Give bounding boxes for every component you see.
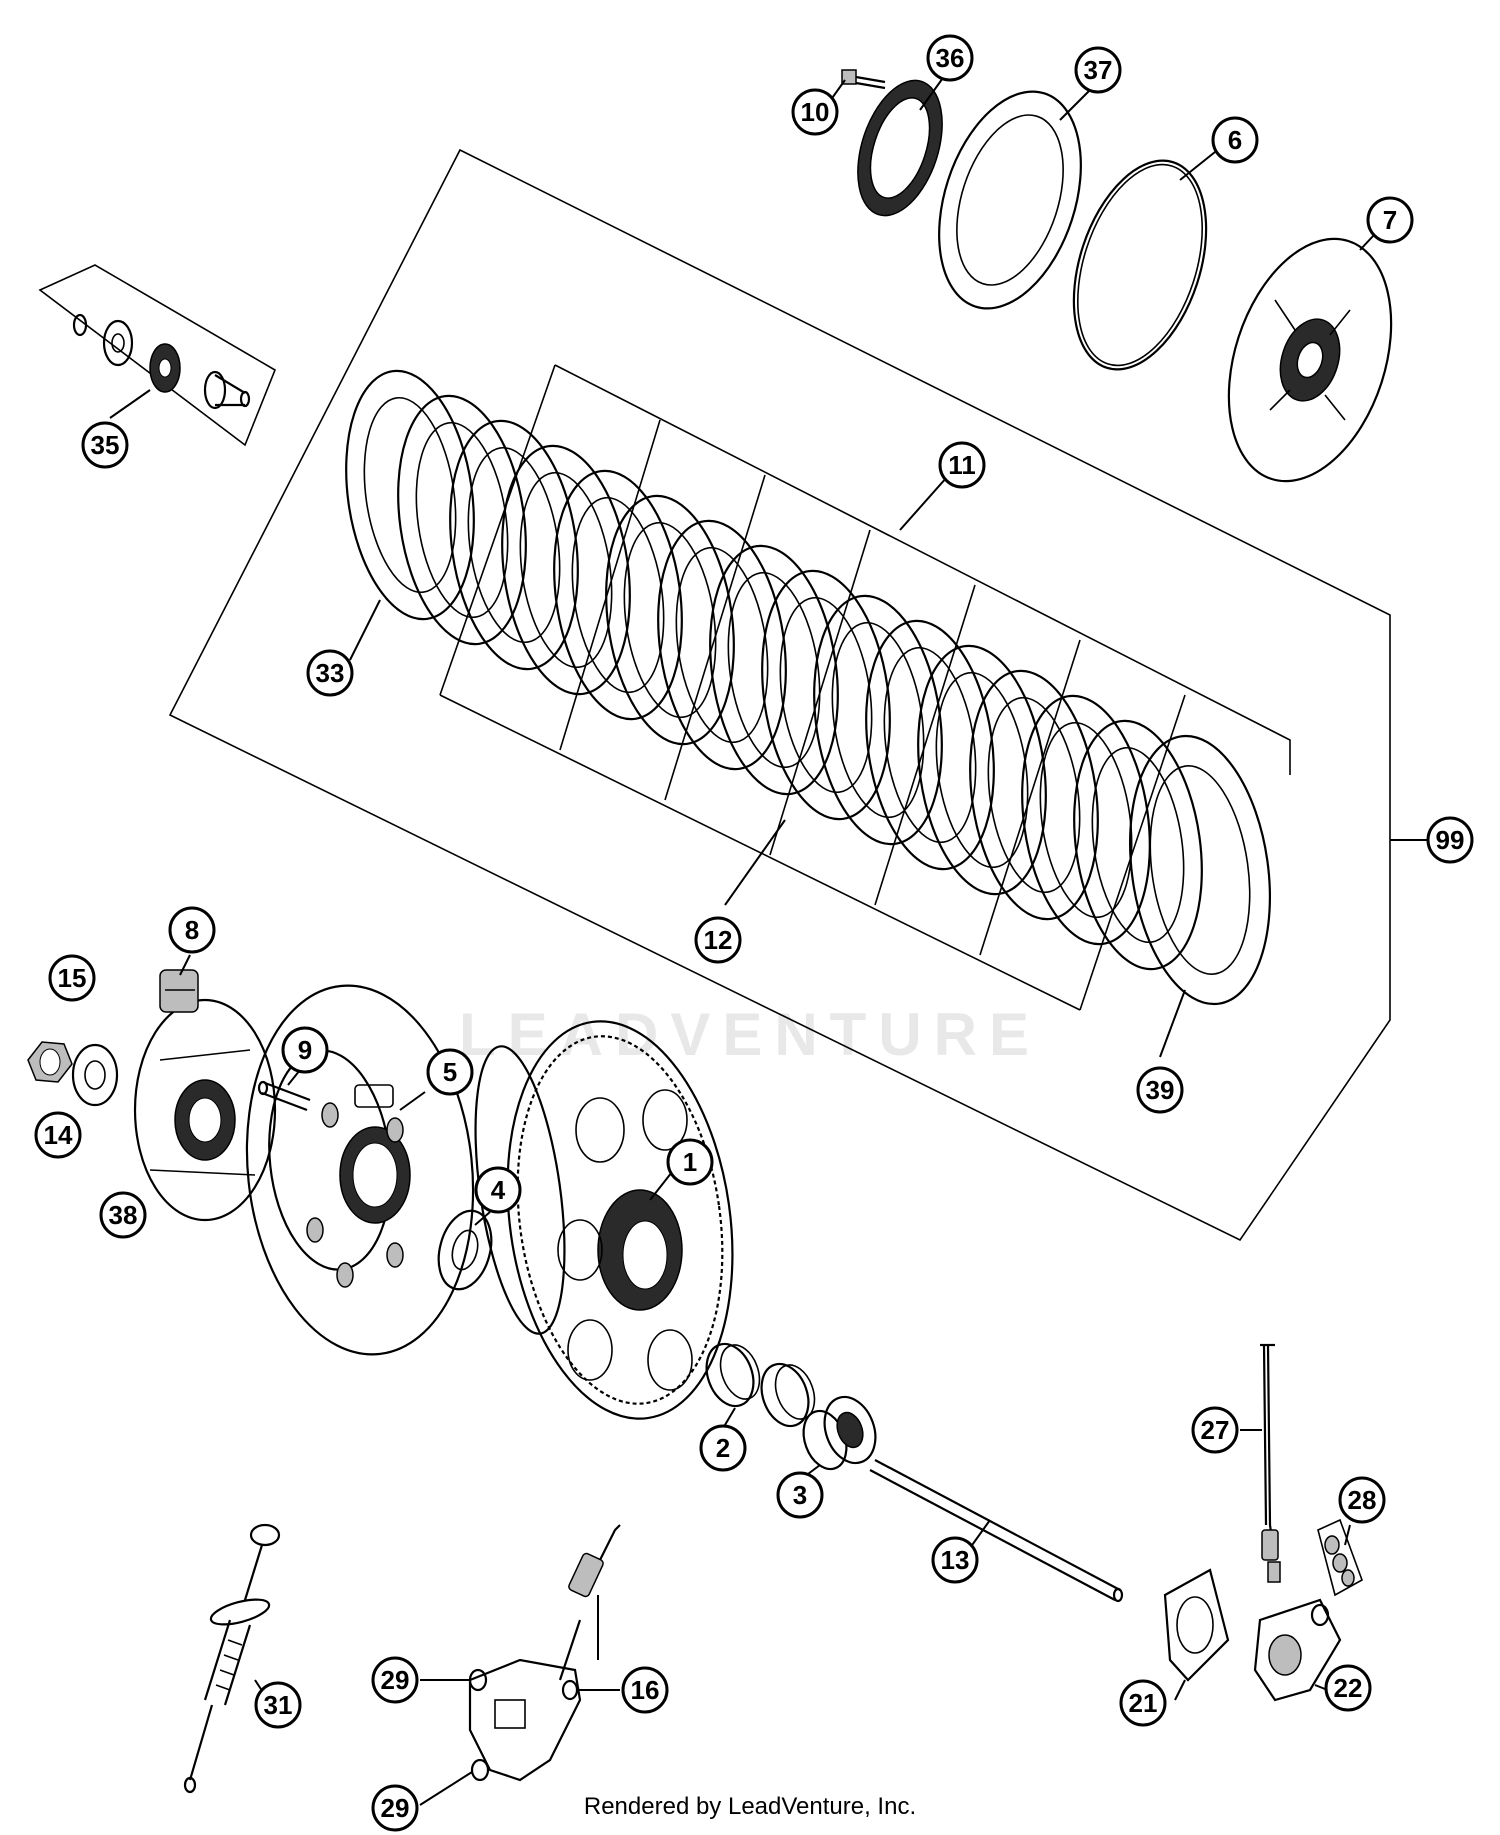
bleed-syringe-31 bbox=[183, 1523, 281, 1794]
svg-text:9: 9 bbox=[298, 1035, 312, 1065]
bolt-10 bbox=[841, 69, 886, 90]
svg-text:2: 2 bbox=[716, 1433, 730, 1463]
svg-text:39: 39 bbox=[1146, 1075, 1175, 1105]
svg-text:13: 13 bbox=[941, 1545, 970, 1575]
callout-29-bottom: 29 bbox=[371, 1784, 419, 1832]
callout-13: 13 bbox=[931, 1536, 979, 1584]
callout-39: 39 bbox=[1136, 1066, 1184, 1114]
svg-text:15: 15 bbox=[58, 963, 87, 993]
callout-14: 14 bbox=[34, 1111, 82, 1159]
callout-10: 10 bbox=[791, 88, 839, 136]
callout-99: 99 bbox=[1426, 816, 1474, 864]
primary-gear-1 bbox=[474, 1020, 734, 1420]
svg-text:21: 21 bbox=[1129, 1688, 1158, 1718]
lock-washer-14 bbox=[71, 1043, 119, 1107]
damper-8 bbox=[159, 969, 199, 1013]
callout-38: 38 bbox=[99, 1191, 147, 1239]
svg-text:4: 4 bbox=[491, 1175, 506, 1205]
svg-text:28: 28 bbox=[1348, 1485, 1377, 1515]
pressure-disc-37 bbox=[938, 90, 1082, 310]
callout-12: 12 bbox=[694, 916, 742, 964]
callout-5: 5 bbox=[426, 1048, 474, 1096]
clutch-housing-5 bbox=[245, 984, 475, 1356]
slave-cylinder-22 bbox=[1253, 1598, 1342, 1702]
callout-33: 33 bbox=[306, 649, 354, 697]
inner-hub-38 bbox=[133, 998, 277, 1222]
callout-37: 37 bbox=[1074, 46, 1122, 94]
push-rod-13 bbox=[869, 1459, 1124, 1603]
callout-6: 6 bbox=[1211, 116, 1259, 164]
svg-text:11: 11 bbox=[948, 450, 976, 480]
callout-2: 2 bbox=[699, 1424, 747, 1472]
svg-text:5: 5 bbox=[443, 1057, 457, 1087]
callout-9: 9 bbox=[281, 1026, 329, 1074]
thrust-bearing-36 bbox=[857, 79, 943, 217]
callout-4: 4 bbox=[474, 1166, 522, 1214]
svg-text:29: 29 bbox=[381, 1793, 410, 1823]
svg-text:7: 7 bbox=[1383, 205, 1397, 235]
callout-31: 31 bbox=[254, 1681, 302, 1729]
svg-text:33: 33 bbox=[316, 658, 345, 688]
kit-99-boundary bbox=[168, 148, 1391, 1242]
svg-text:12: 12 bbox=[704, 925, 733, 955]
callout-29-top: 29 bbox=[371, 1656, 419, 1704]
master-cylinder-16 bbox=[468, 1524, 621, 1782]
wire-ring-6 bbox=[1072, 159, 1208, 371]
svg-text:36: 36 bbox=[936, 43, 965, 73]
svg-text:3: 3 bbox=[793, 1480, 807, 1510]
svg-text:6: 6 bbox=[1228, 125, 1242, 155]
nut-15 bbox=[27, 1041, 73, 1083]
needle-bearing-2 bbox=[705, 1342, 816, 1428]
svg-text:31: 31 bbox=[264, 1690, 293, 1720]
callout-15: 15 bbox=[48, 954, 96, 1002]
svg-text:10: 10 bbox=[801, 97, 830, 127]
callout-35: 35 bbox=[81, 421, 129, 469]
callout-7: 7 bbox=[1366, 196, 1414, 244]
callout-36: 36 bbox=[926, 34, 974, 82]
svg-text:16: 16 bbox=[631, 1675, 660, 1705]
svg-text:29: 29 bbox=[381, 1665, 410, 1695]
callout-8: 8 bbox=[168, 906, 216, 954]
seal-kit-28 bbox=[1317, 1518, 1363, 1597]
clutch-plate-stack bbox=[345, 369, 1272, 1006]
kit-35 bbox=[38, 264, 276, 447]
pressure-plate-7 bbox=[1227, 237, 1393, 483]
footer-credit: Rendered by LeadVenture, Inc. bbox=[583, 1793, 917, 1820]
bushing-3 bbox=[802, 1395, 877, 1471]
svg-text:27: 27 bbox=[1201, 1415, 1230, 1445]
svg-text:1: 1 bbox=[683, 1147, 697, 1177]
svg-text:37: 37 bbox=[1084, 55, 1113, 85]
callout-11: 11 bbox=[938, 441, 986, 489]
gasket-21 bbox=[1163, 1568, 1230, 1682]
callout-21: 21 bbox=[1119, 1679, 1167, 1727]
svg-text:38: 38 bbox=[109, 1200, 138, 1230]
callout-28: 28 bbox=[1338, 1476, 1386, 1524]
callout-16: 16 bbox=[621, 1666, 669, 1714]
callout-3: 3 bbox=[776, 1471, 824, 1519]
svg-text:8: 8 bbox=[185, 915, 199, 945]
callout-27: 27 bbox=[1191, 1406, 1239, 1454]
callout-1: 1 bbox=[666, 1138, 714, 1186]
svg-text:14: 14 bbox=[44, 1120, 73, 1150]
svg-text:22: 22 bbox=[1334, 1673, 1363, 1703]
pin-9 bbox=[257, 1080, 311, 1112]
callout-22: 22 bbox=[1324, 1664, 1372, 1712]
clutch-line-27 bbox=[1260, 1343, 1281, 1583]
thrust-washer-4 bbox=[437, 1209, 493, 1291]
watermark: LEADVENTURE bbox=[458, 1001, 1042, 1068]
svg-text:99: 99 bbox=[1436, 825, 1465, 855]
svg-text:35: 35 bbox=[91, 430, 120, 460]
plate-group-brackets bbox=[439, 364, 1291, 1011]
